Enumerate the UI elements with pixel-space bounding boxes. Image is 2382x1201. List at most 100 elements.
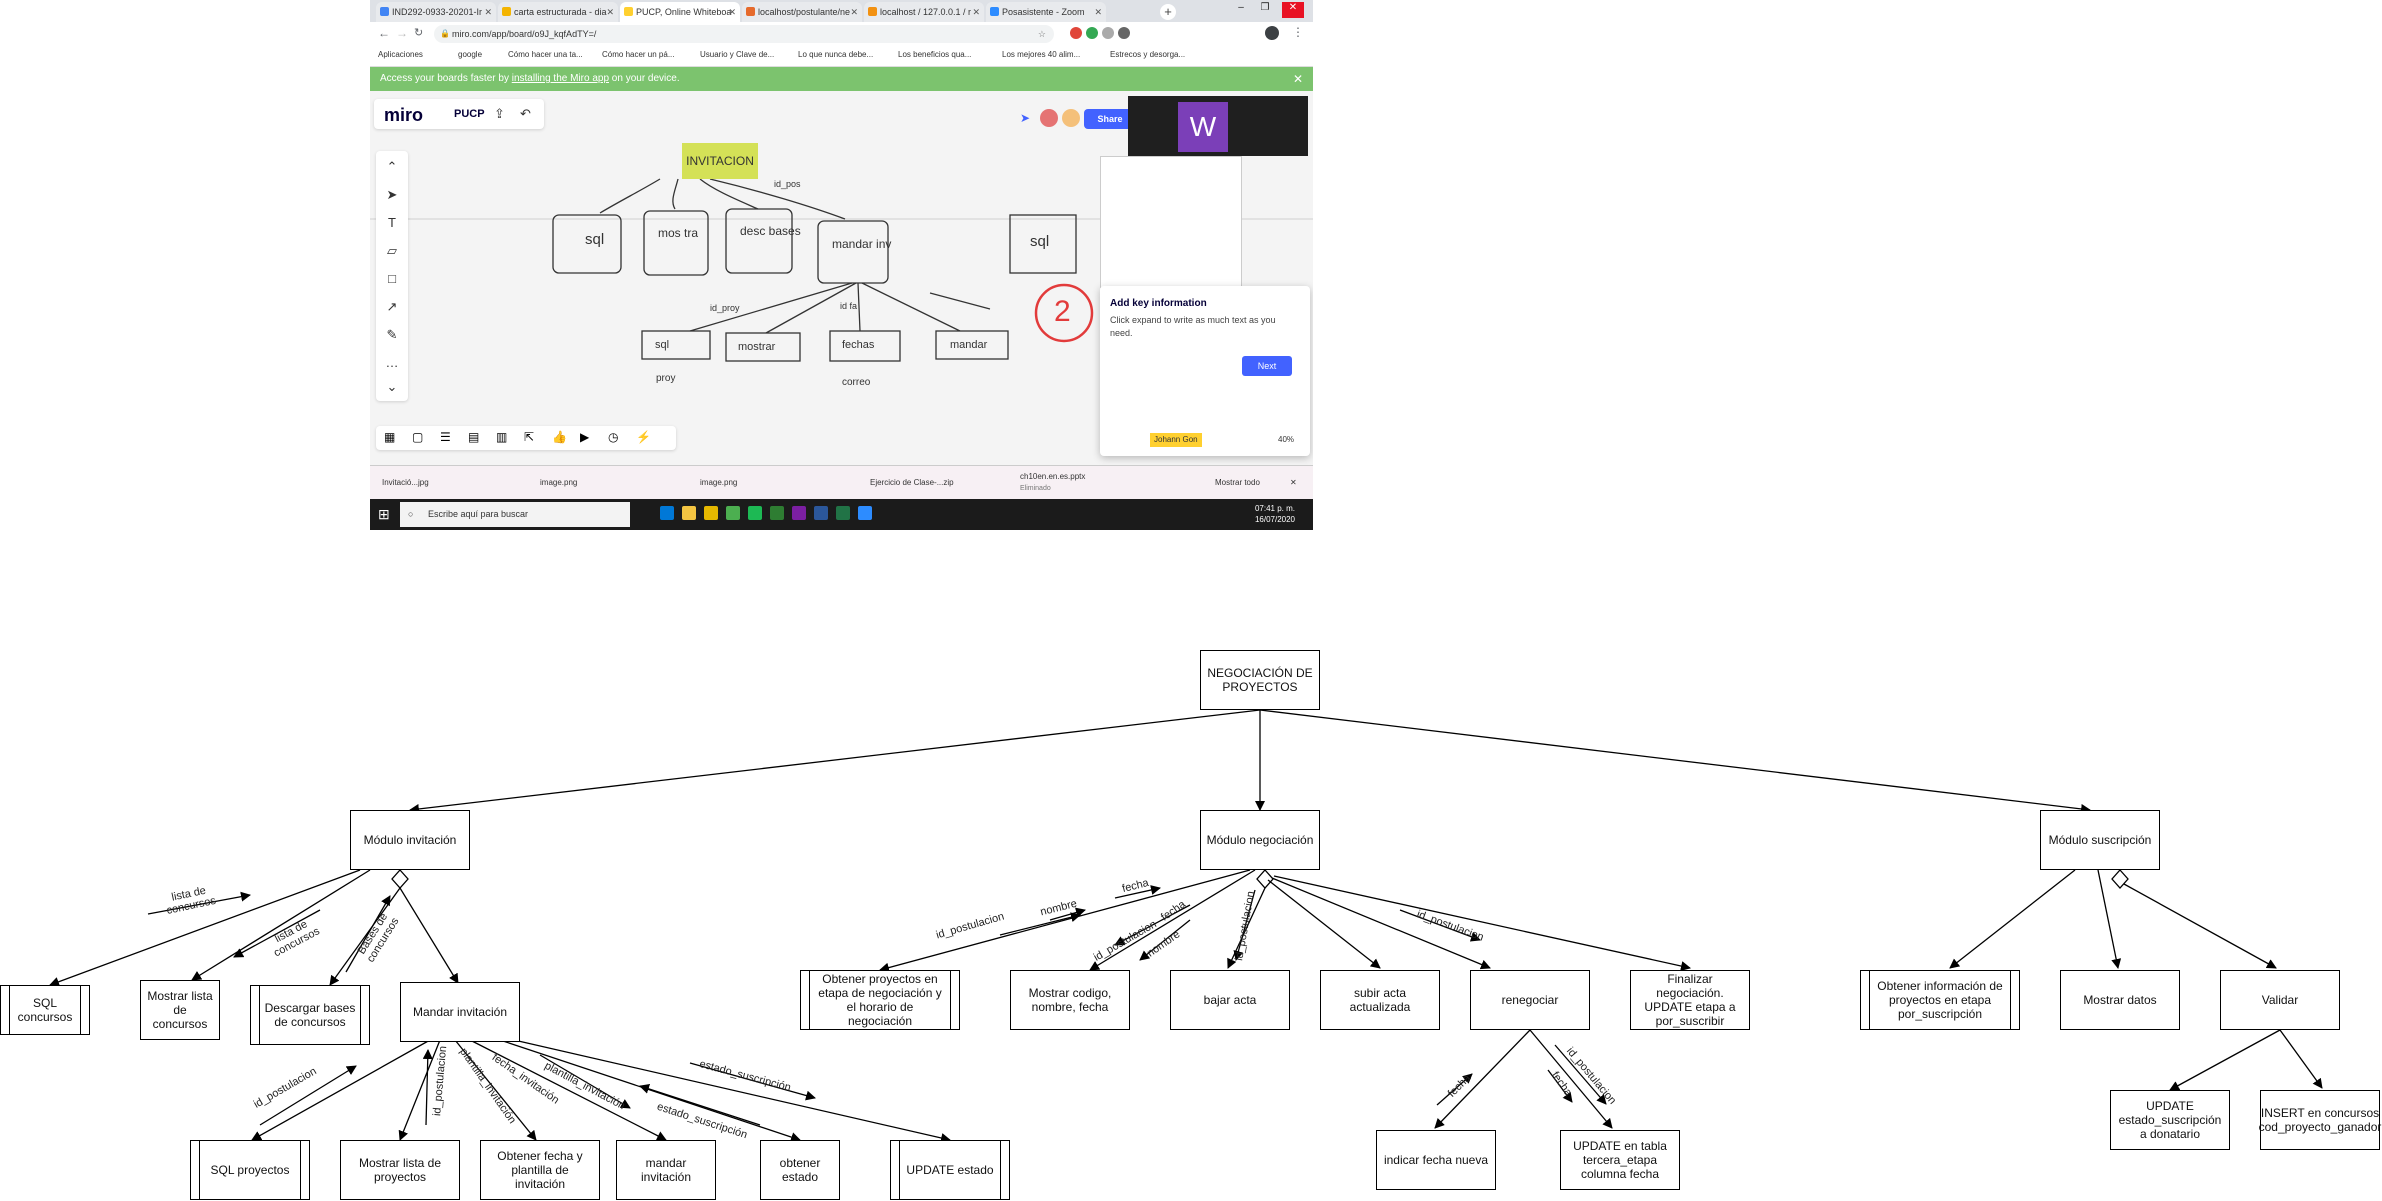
word-icon[interactable] [814,506,828,520]
share-screen-icon[interactable]: ⇱ [524,430,535,444]
sketch-box-label: mandar inv [832,237,892,251]
edge [409,709,1261,814]
back-icon[interactable]: ← [378,26,390,40]
tab-5[interactable]: localhost / 127.0.0.1 / r✕ [864,2,984,22]
app-icon[interactable] [792,506,806,520]
extension-icon[interactable] [1102,27,1114,39]
edge-label: fecha [1548,1069,1575,1099]
avatar[interactable] [1265,26,1279,40]
collapse-icon[interactable]: ⌃ [386,159,398,174]
spotify-icon[interactable] [748,506,762,520]
bookmark-item[interactable]: Cómo hacer un pá... [602,50,675,59]
text-icon[interactable]: T [388,215,396,230]
chat-icon[interactable]: ☰ [440,430,451,444]
window-close-icon[interactable]: ✕ [1282,2,1304,18]
close-icon[interactable]: ✕ [606,7,614,17]
bookmark-item[interactable]: Aplicaciones [378,50,423,59]
bookmark-item[interactable]: Estrecos y desorga... [1110,50,1186,59]
tab-3[interactable]: PUCP, Online Whiteboa✕ [620,2,740,22]
zoom-icon[interactable] [858,506,872,520]
system-clock[interactable]: 07:41 p. m. 16/07/2020 [1255,503,1295,525]
close-icon[interactable]: ✕ [1290,478,1297,487]
kanban-icon[interactable]: ▥ [496,430,508,444]
close-icon[interactable]: ✕ [1292,72,1303,86]
comment-icon[interactable]: ▢ [412,430,424,444]
zoom-video-window[interactable]: W [1128,96,1308,156]
download-item[interactable]: ch10en.en.es.pptx [1020,472,1086,481]
share-button[interactable]: Share [1084,109,1136,129]
next-button[interactable]: Next [1242,356,1292,376]
bajar-acta-node: bajar acta [1170,970,1290,1030]
download-item[interactable]: image.png [700,478,738,487]
bookmark-item[interactable]: Lo que nunca debe... [798,50,874,59]
extension-icon[interactable] [1070,27,1082,39]
chrome-icon[interactable] [726,506,740,520]
star-icon[interactable]: ☆ [1037,29,1046,39]
close-icon[interactable]: ✕ [484,7,492,17]
cards-icon[interactable]: ▤ [468,430,480,444]
bookmark-item[interactable]: Cómo hacer una ta... [508,50,583,59]
download-item[interactable]: Ejercicio de Clase-...zip [870,478,954,487]
windows-start-icon[interactable]: ⊞ [378,506,390,522]
banner-text-end: on your device. [609,73,680,84]
undo-icon[interactable]: ↶ [520,106,531,121]
select-icon[interactable]: ➤ [386,187,398,202]
sticky-icon[interactable]: ▱ [387,243,397,258]
export-icon[interactable]: ⇪ [494,106,505,121]
taskbar-search[interactable]: ○ Escribe aquí para buscar [400,502,630,527]
close-icon[interactable]: ✕ [850,7,858,17]
arrow-icon[interactable]: ↗ [386,299,398,314]
bookmark-item[interactable]: google [458,50,483,59]
close-icon[interactable]: ✕ [972,7,980,17]
edge [2097,869,2122,969]
shape-icon[interactable]: □ [388,271,396,286]
app-icon[interactable] [704,506,718,520]
video-icon[interactable]: ▶ [580,430,590,444]
tab-4[interactable]: localhost/postulante/ne✕ [742,2,862,22]
maximize-icon[interactable]: ❐ [1260,2,1270,13]
sketch-box-label: fechas [842,339,875,351]
zoom-level[interactable]: 40% [1278,435,1295,444]
close-icon[interactable]: ✕ [1094,7,1102,17]
more-icon[interactable]: … [385,355,399,370]
frame-icon[interactable]: ▦ [384,430,396,444]
minimize-icon[interactable]: – [1238,2,1244,13]
taskbar-search-placeholder: Escribe aquí para buscar [428,509,529,519]
edge-icon[interactable] [660,506,674,520]
mostrar-concursos-node: Mostrar lista de concursos [140,980,220,1040]
download-status: Eliminado [1020,485,1051,492]
forward-icon[interactable]: → [396,26,408,40]
reload-icon[interactable]: ↻ [414,27,424,39]
download-item[interactable]: Invitació...jpg [382,478,429,487]
menu-dots-icon[interactable]: ⋮ [1292,25,1304,39]
extension-icon[interactable] [1086,27,1098,39]
new-tab-button[interactable]: + [1160,4,1176,20]
tab-6[interactable]: Posasistente - Zoom✕ [986,2,1106,22]
board-name[interactable]: PUCP [454,108,485,120]
timer-icon[interactable]: ◷ [608,430,619,444]
close-icon[interactable]: ✕ [728,7,736,17]
tab-1[interactable]: IND292-0933-20201-Ir✕ [376,2,496,22]
descargar-bases-node: Descargar bases de concursos [250,985,370,1045]
miro-board-canvas[interactable]: sql mos tra desc bases mandar inv sql mo… [370,91,1313,465]
show-all-button[interactable]: Mostrar todo [1215,478,1260,487]
url-input[interactable]: 🔒 miro.com/app/board/o9J_kqfAdTY=/ ☆ [434,25,1054,43]
folder-icon[interactable] [682,506,696,520]
expand-icon[interactable]: ⌄ [386,379,398,394]
like-icon[interactable]: 👍 [552,430,567,444]
bookmark-item[interactable]: Los beneficios qua... [898,50,972,59]
bookmark-item[interactable]: Los mejores 40 alim... [1002,50,1081,59]
download-item[interactable]: image.png [540,478,578,487]
extension-icon[interactable] [1118,27,1130,39]
tab-2[interactable]: carta estructurada - dia✕ [498,2,618,22]
power-icon[interactable]: ⚡ [636,430,651,444]
edge-label: Bases de concursos [355,911,402,965]
pointer-icon[interactable]: ➤ [1020,111,1031,125]
app-icon[interactable] [770,506,784,520]
bookmark-item[interactable]: Usuario y Clave de... [700,50,775,59]
install-app-link[interactable]: installing the Miro app [511,73,610,84]
module-invitacion-node: Módulo invitación [350,810,470,870]
sticky-note[interactable]: INVITACION [682,143,758,179]
excel-icon[interactable] [836,506,850,520]
pen-icon[interactable]: ✎ [386,327,398,342]
